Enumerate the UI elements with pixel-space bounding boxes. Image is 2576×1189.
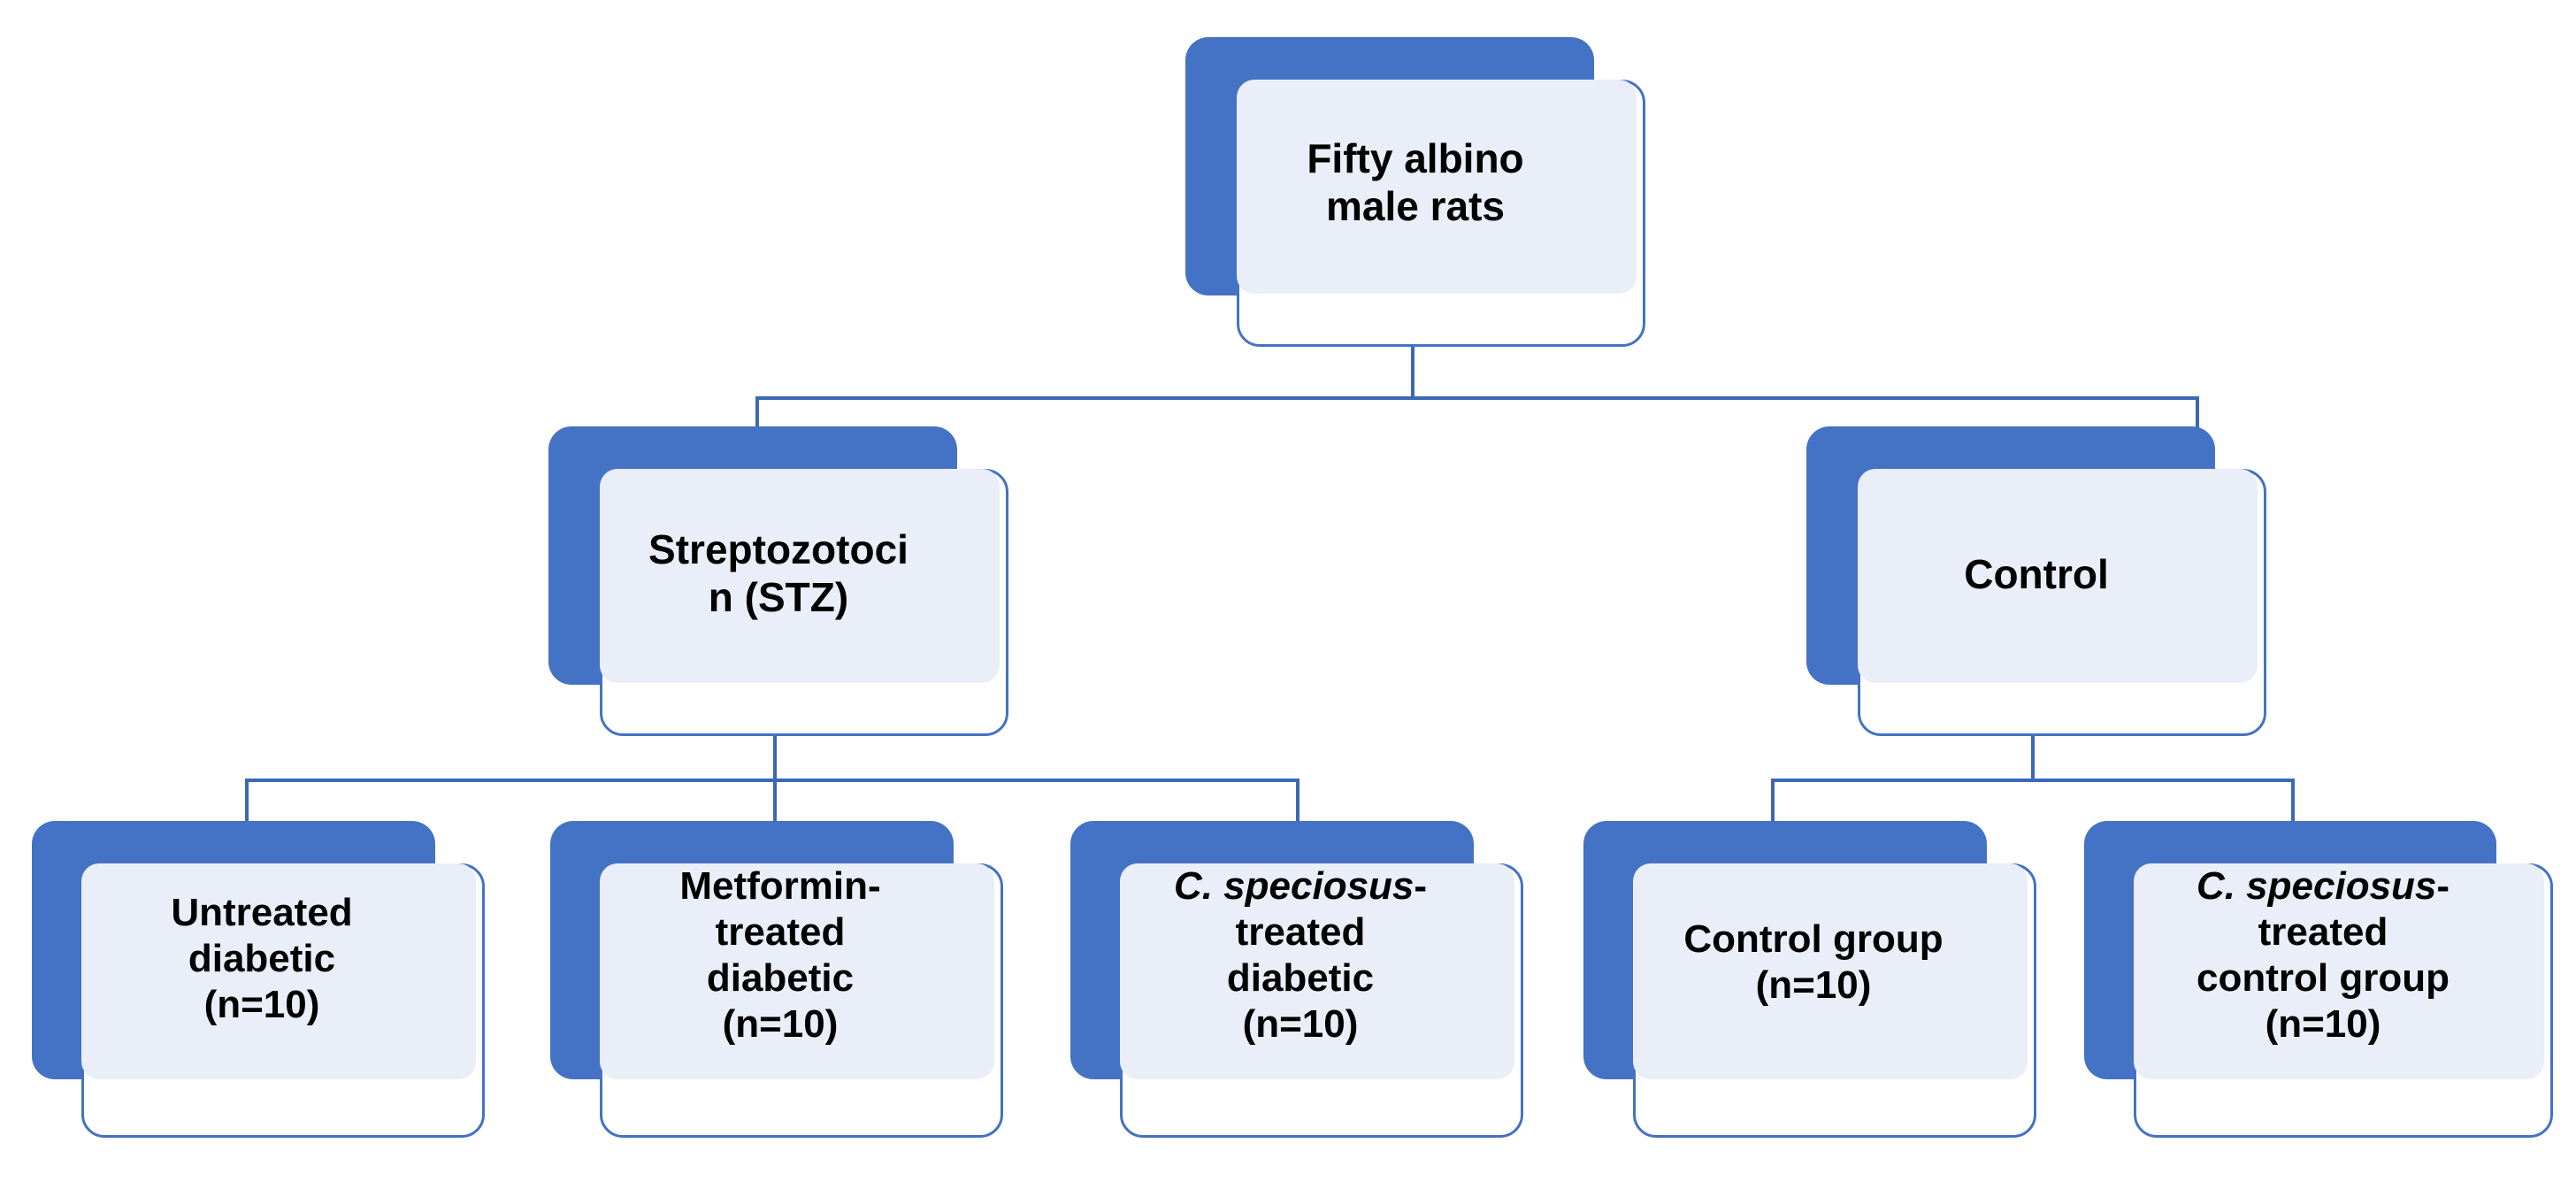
- connector-stz-stem: [773, 725, 777, 780]
- connector-control-to-control-group: [1771, 779, 1775, 830]
- connector-root-stem: [1411, 343, 1414, 398]
- node-control[interactable]: Control: [1806, 426, 2266, 736]
- node-control-group[interactable]: Control group (n=10): [1583, 821, 2043, 1139]
- species-name-italic: C. speciosus: [2196, 864, 2437, 908]
- node-root-fill: [1237, 80, 1637, 294]
- connector-root-bar: [755, 396, 2199, 400]
- node-c-speciosus-treated-diabetic[interactable]: C. speciosus- treated diabetic (n=10): [1070, 821, 1530, 1139]
- node-control-label: Control: [1964, 551, 2109, 597]
- node-untreated-diabetic-label: Untreated diabetic (n=10): [171, 891, 353, 1026]
- node-untreated-diabetic[interactable]: Untreated diabetic (n=10): [32, 821, 492, 1139]
- node-c-speciosus-treated-control-group-label: C. speciosus- treated control group (n=1…: [2084, 863, 2562, 1047]
- node-metformin-treated-diabetic[interactable]: Metformin- treated diabetic (n=10): [550, 821, 1010, 1139]
- connector-stz-bar: [245, 779, 1300, 782]
- connector-stz-to-untreated: [245, 779, 249, 830]
- node-c-speciosus-treated-diabetic-label: C. speciosus- treated diabetic (n=10): [1070, 863, 1530, 1047]
- node-control-group-label: Control group (n=10): [1683, 917, 1944, 1007]
- connector-root-to-control: [2196, 396, 2199, 441]
- node-control-group-fill: [1633, 863, 2028, 1079]
- node-streptozotocin-fill: [600, 469, 1000, 683]
- node-untreated-diabetic-fill: [81, 863, 476, 1079]
- node-root-label: Fifty albino male rats: [1307, 135, 1524, 230]
- node-control-fill: [1858, 469, 2258, 683]
- node-metformin-treated-diabetic-label: Metformin- treated diabetic (n=10): [679, 864, 881, 1046]
- node-c-speciosus-treated-control-group[interactable]: C. speciosus- treated control group (n=1…: [2084, 821, 2562, 1139]
- node-root[interactable]: Fifty albino male rats: [1185, 37, 1645, 347]
- connector-control-stem: [2031, 725, 2035, 780]
- species-label-rest: - treated diabetic (n=10): [1226, 864, 1428, 1046]
- connector-control-bar: [1771, 779, 2295, 782]
- connector-control-to-speciosus-control: [2291, 779, 2295, 830]
- connector-root-to-stz: [755, 396, 759, 441]
- node-c-speciosus-treated-diabetic-fill: [1120, 863, 1514, 1079]
- node-streptozotocin-label: Streptozotoci n (STZ): [648, 526, 908, 621]
- node-metformin-treated-diabetic-fill: [600, 863, 994, 1079]
- node-streptozotocin[interactable]: Streptozotoci n (STZ): [548, 426, 1008, 736]
- node-c-speciosus-treated-control-group-fill: [2134, 863, 2544, 1079]
- species-label-rest: - treated control group (n=10): [2196, 864, 2450, 1046]
- connector-stz-to-speciosus-diabetic: [1296, 779, 1300, 830]
- species-name-italic: C. speciosus: [1173, 864, 1414, 908]
- connector-stz-to-metformin: [773, 779, 777, 830]
